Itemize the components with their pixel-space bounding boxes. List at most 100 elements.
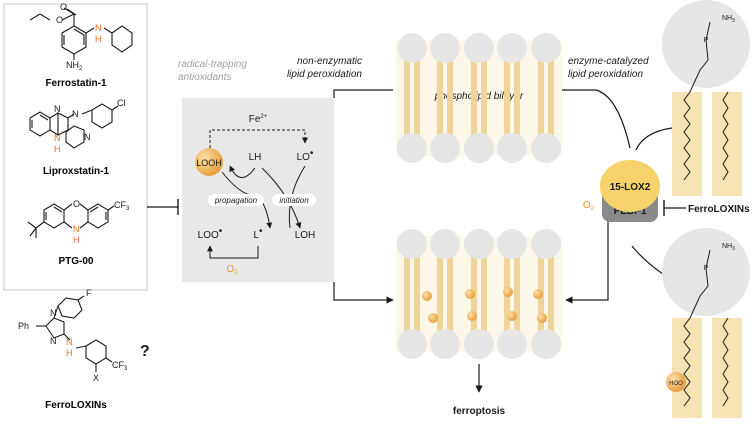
radical-trapping-label: radical-trapping <box>178 59 247 70</box>
top-lipid-p: P <box>704 37 709 44</box>
bottom-phospholipid <box>662 228 750 418</box>
phospholipid-bilayer-label: phospholipid bilayer <box>434 91 524 102</box>
lipid-head <box>430 33 460 63</box>
lipid-head <box>497 329 527 359</box>
fe-dashed-arrow <box>209 129 308 148</box>
propagation-curve-2 <box>229 165 256 178</box>
liproxstatin-h: H <box>54 144 61 154</box>
ferroloxins-inhibitor-label: FerroLOXINs <box>688 204 750 215</box>
ferroloxins-x: X <box>93 373 99 383</box>
lipid-tail <box>414 254 420 336</box>
ferroloxins-h: H <box>66 348 73 358</box>
lipid-head <box>397 33 427 63</box>
ferroloxins-nh: N <box>66 337 73 347</box>
bottom-lipid-nh3: NH3 <box>722 243 735 252</box>
o2-return-arrow <box>207 245 259 259</box>
top-lipid-nh3: NH3 <box>722 15 735 24</box>
lipid-tail <box>471 58 477 140</box>
lipid-tail <box>414 58 420 140</box>
lox-ellipse <box>600 160 660 212</box>
lipid-head <box>464 33 494 63</box>
loh-label: LOH <box>295 230 316 241</box>
lipid-head <box>397 329 427 359</box>
loo-radical-label: LOO• <box>198 226 223 241</box>
lox-label: 15-LOX2 <box>610 182 651 193</box>
lipid-head <box>430 229 460 259</box>
ferrostatin-ester-o: O <box>56 15 63 25</box>
cycle-o2-label: O2 <box>226 264 238 276</box>
ferroloxins-ring-n2: N <box>50 336 57 346</box>
lipid-head <box>397 133 427 163</box>
peroxide-ball <box>503 287 513 297</box>
ferroloxins-ring-n: N <box>50 308 57 318</box>
peroxide-ball <box>428 313 438 323</box>
compound-name-ferrostatin-1: Ferrostatin-1 <box>45 78 107 89</box>
enzyme-catalyzed-label-2: lipid peroxidation <box>568 69 643 80</box>
enzyme-to-bilayer-arrow <box>565 218 609 304</box>
ferroloxins-ph: Ph <box>18 321 29 331</box>
looh-label: LOOH <box>196 158 222 168</box>
lipid-tail <box>504 58 510 140</box>
lipid-head <box>531 33 561 63</box>
propagation-label: propagation <box>214 196 258 205</box>
lipid-head <box>464 229 494 259</box>
bilayer-to-enzyme-line <box>562 89 631 149</box>
enzyme-o2-label: O2 <box>583 200 595 212</box>
liproxstatin-nh: N <box>54 133 61 143</box>
ferroptosis-label: ferroptosis <box>453 406 506 417</box>
lipid-head <box>531 329 561 359</box>
l-radical-label: L• <box>253 226 263 241</box>
bottom-lipid-p: P <box>704 265 709 272</box>
nonenz-connector <box>333 89 393 98</box>
ferroloxins-f: F <box>86 288 92 298</box>
peroxide-ball <box>467 311 477 321</box>
liproxstatin-nh-ext: N <box>72 109 79 119</box>
ferrostatin-carbonyl-o: O <box>60 2 67 12</box>
lipid-head <box>497 229 527 259</box>
compound-name-ptg-00: PTG-00 <box>58 256 93 267</box>
ptg-oxygen: O <box>73 199 80 209</box>
lipid-tail <box>447 58 453 140</box>
lipid-tail <box>481 58 487 140</box>
top-phospholipid <box>662 0 750 196</box>
peroxide-ball <box>465 289 475 299</box>
lipid-head <box>531 133 561 163</box>
ferroloxins-structure <box>36 295 113 372</box>
lipid-head <box>430 329 460 359</box>
peroxide-ball <box>507 311 517 321</box>
ferrostatin-nh2: NH2 <box>66 60 83 72</box>
lipid-tail <box>538 58 544 140</box>
hoo-label: HOO <box>669 381 683 387</box>
lipid-head <box>464 329 494 359</box>
lh-label: LH <box>249 152 262 163</box>
lipid-tail <box>548 58 554 140</box>
liproxstatin-1-structure <box>29 103 119 149</box>
lipid-head <box>497 133 527 163</box>
looh-ball <box>195 148 223 176</box>
lipid-head <box>531 229 561 259</box>
liproxstatin-n-ring: N <box>54 104 61 114</box>
lipid-head <box>464 133 494 163</box>
liproxstatin-pip-n: N <box>84 132 91 142</box>
peroxide-ball <box>422 291 432 301</box>
ptg-h: H <box>73 235 80 245</box>
lipid-to-enzyme-curve <box>635 127 673 151</box>
lipid-tail <box>437 254 443 336</box>
propagation-pill <box>208 194 264 206</box>
antioxidants-label: antioxidants <box>178 72 231 83</box>
enzyme-catalyzed-label: enzyme-catalyzed <box>568 56 649 67</box>
lipid-tail <box>514 58 520 140</box>
lipid-tail <box>404 58 410 140</box>
lipid-tail <box>481 254 487 336</box>
peroxide-ball <box>537 313 547 323</box>
lipid-head <box>497 33 527 63</box>
ptg-00-structure <box>27 203 115 238</box>
box-to-bilayer-arrow <box>333 282 394 304</box>
fe2-label: Fe2+ <box>249 114 268 125</box>
lipid-tail <box>548 254 554 336</box>
peroxide-ball <box>533 289 543 299</box>
lipid-head <box>430 133 460 163</box>
initiation-label: initiation <box>279 196 309 205</box>
lipid-tail <box>447 254 453 336</box>
